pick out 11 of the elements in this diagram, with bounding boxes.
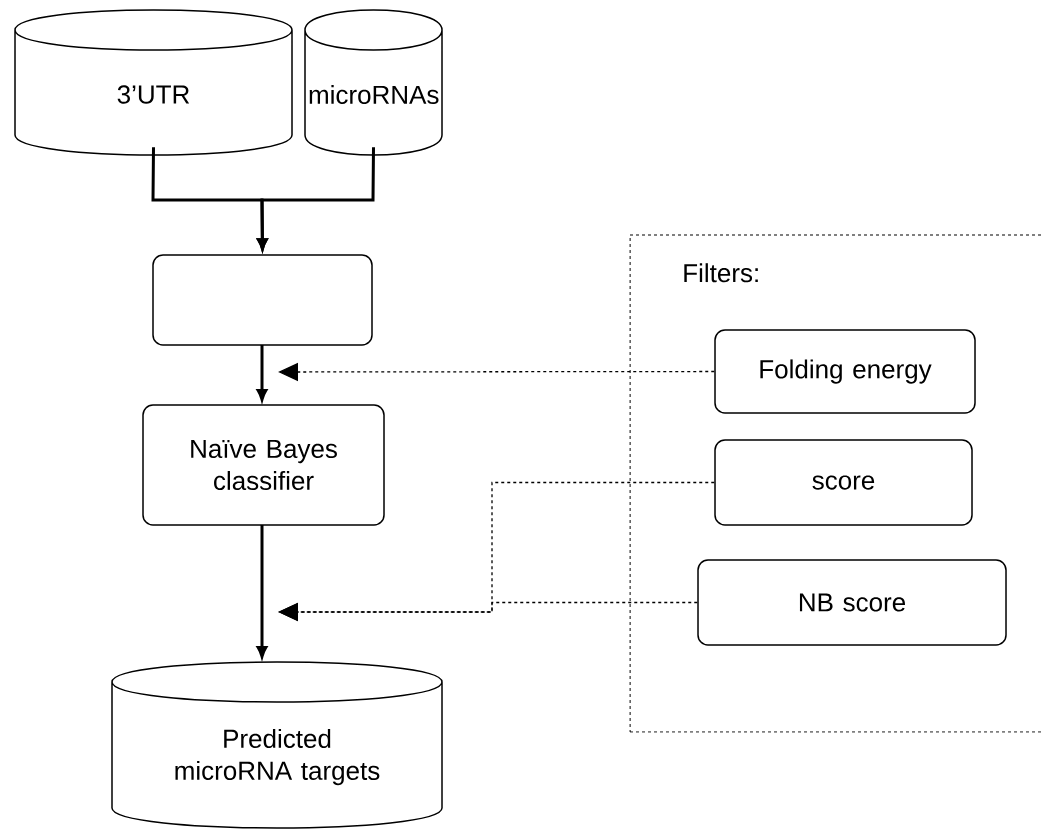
database-cylinder: microRNAs xyxy=(304,9,443,156)
dashed-frame xyxy=(629,234,1044,733)
process-box: Naïve Bayes classifier xyxy=(142,404,385,526)
process-box: Folding energy xyxy=(714,329,976,414)
database-cylinder: Predicted microRNA targets xyxy=(111,661,443,829)
dashed-arrow xyxy=(278,601,698,622)
database-cylinder: 3’UTR xyxy=(14,9,293,156)
process-box xyxy=(152,254,373,346)
panel-heading: Filters: xyxy=(684,263,758,283)
process-box: score xyxy=(714,439,973,526)
process-box: NB score xyxy=(697,559,1007,646)
